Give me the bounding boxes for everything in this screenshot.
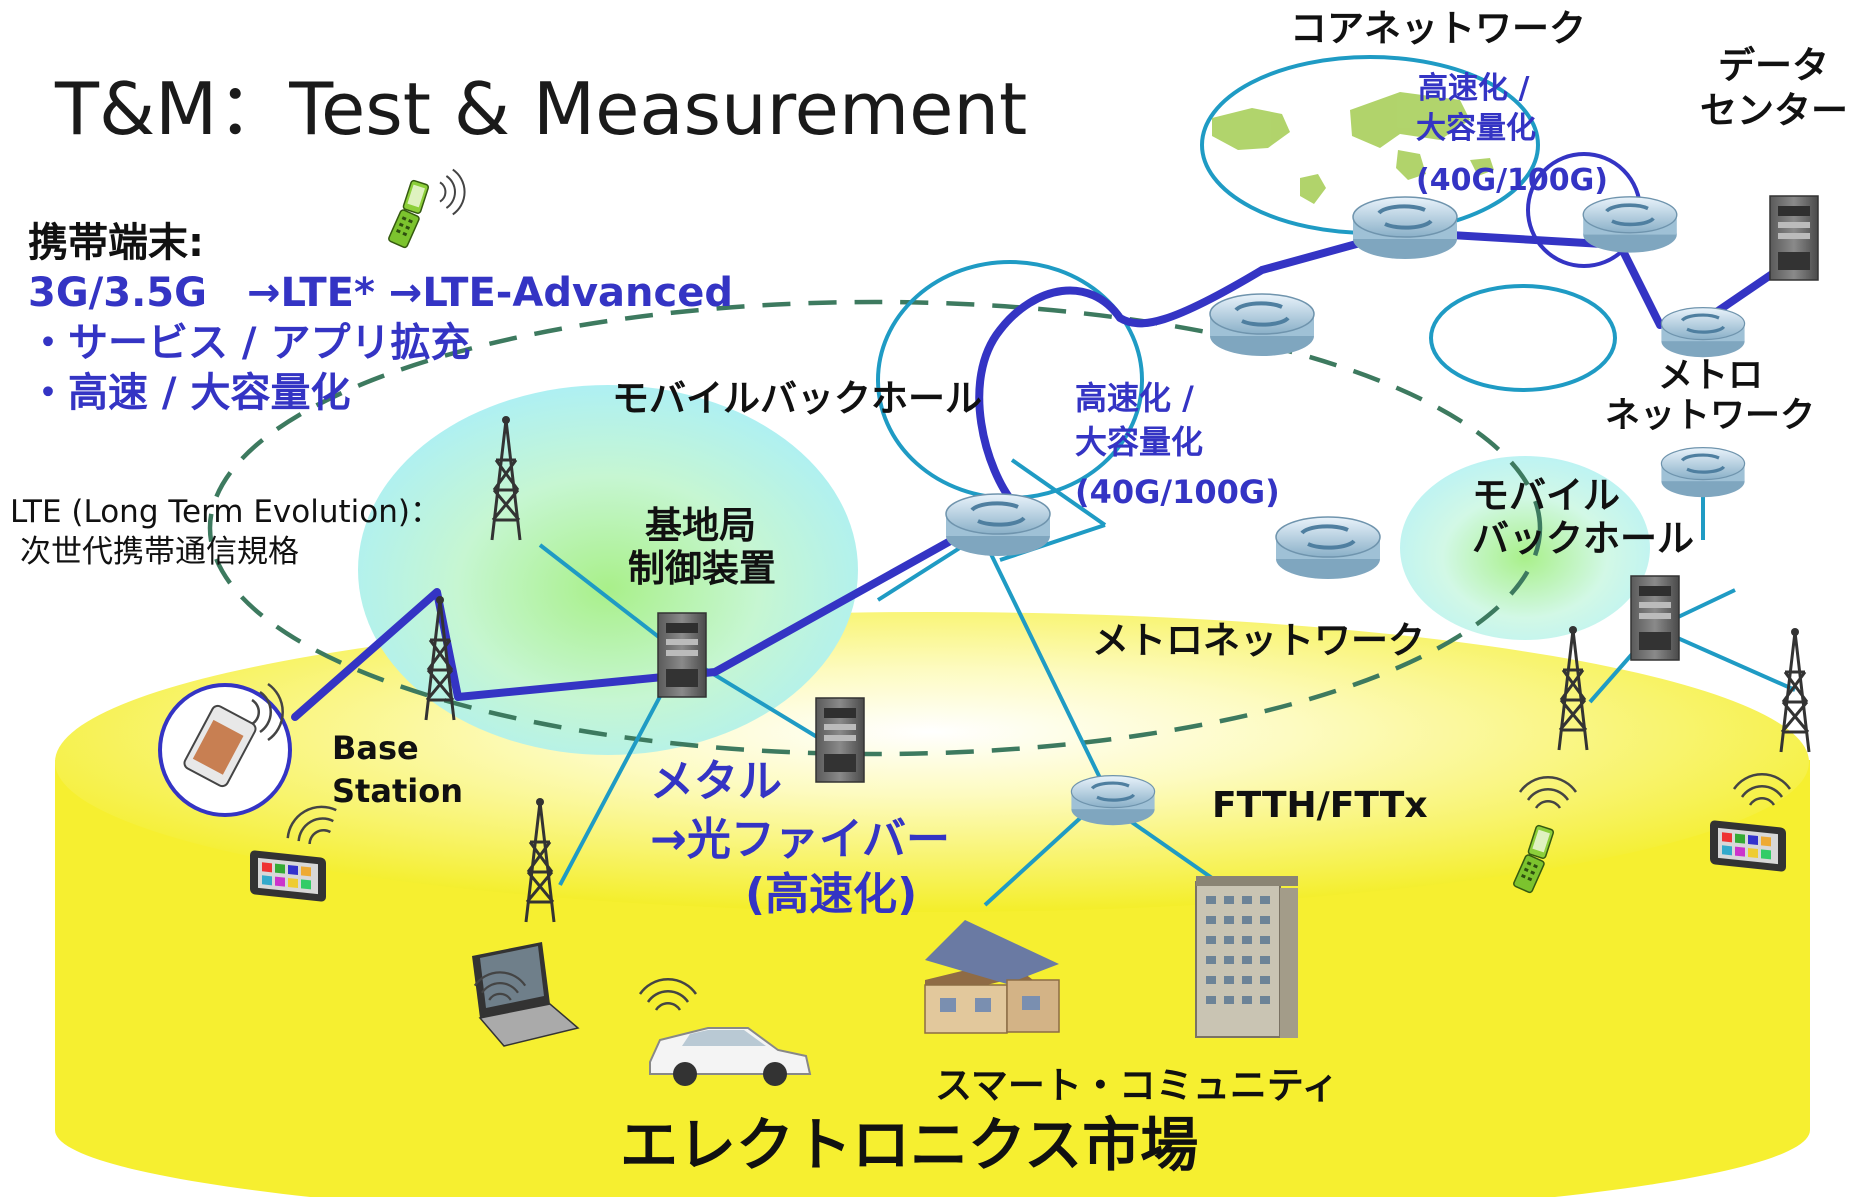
lte-definition-term: LTE (Long Term Evolution)：	[10, 494, 441, 530]
mobile-network-boundary	[207, 299, 1543, 757]
tablet-icon	[250, 850, 326, 902]
mobile-terminal-heading: 携帯端末:	[28, 220, 204, 266]
mobile-bullet-speed: ・高速 / 大容量化	[28, 370, 351, 416]
mobile-backhaul-label: モバイルバックホール	[612, 377, 982, 420]
data-center-label-1: データ	[1718, 44, 1829, 87]
metro-small-label-1: メトロ	[1658, 356, 1764, 396]
router-icon	[1351, 195, 1459, 261]
router-icon	[1659, 446, 1747, 499]
fiber-label-2: →光ファイバー	[650, 814, 950, 865]
mobile-evolution-line: 3G/3.5G →LTE* →LTE-Advanced	[28, 270, 733, 316]
data-center-label-2: センター	[1700, 89, 1848, 132]
apartment-building-icon	[1195, 876, 1298, 1038]
metro-small-ring	[1429, 284, 1617, 392]
core-network-rate: (40G/100G)	[1416, 163, 1608, 198]
router-icon	[944, 492, 1052, 558]
base-station-label-2: Station	[332, 772, 463, 810]
base-station-controller-icon	[657, 612, 707, 698]
link	[1010, 458, 1107, 527]
car-icon	[649, 1027, 812, 1086]
metro-network-speed-1: 高速化 /	[1075, 379, 1194, 417]
market-label: エレクトロニクス市場	[620, 1111, 1199, 1179]
highlighted-data-path	[291, 228, 1804, 721]
smart-community-label: スマート・コミュニティ	[935, 1064, 1339, 1107]
world-map-icon	[1212, 92, 1494, 204]
router-icon	[1274, 515, 1382, 581]
core-network-speed-1: 高速化 /	[1418, 71, 1530, 106]
server-icon	[815, 697, 865, 783]
core-network-speed-2: 大容量化	[1416, 111, 1536, 146]
signal-waves-icon	[438, 168, 466, 216]
page-title: T&M：Test & Measurement	[55, 67, 1028, 151]
fiber-label-1: メタル	[650, 756, 782, 807]
server-icon	[1630, 575, 1680, 661]
router-icon	[1581, 195, 1679, 255]
fiber-label-3: (高速化)	[745, 869, 918, 920]
metro-network-speed-2: 大容量化	[1075, 423, 1204, 461]
base-station-controller-label-1: 基地局	[645, 504, 756, 547]
mobile-backhaul-right-label-2: バックホール	[1472, 517, 1694, 560]
house-icon	[924, 920, 1060, 1034]
metro-network-label: メトロネットワーク	[1092, 619, 1425, 662]
base-station-controller-label-2: 制御装置	[628, 547, 776, 590]
link	[986, 547, 1102, 779]
metro-small-label-2: ネットワーク	[1605, 396, 1816, 436]
mobile-backhaul-right-label-1: モバイル	[1472, 474, 1620, 517]
base-station-label-1: Base	[332, 729, 419, 767]
backhaul-area-right	[1400, 456, 1650, 640]
flip-phone-icon	[387, 179, 430, 250]
metro-network-rate: (40G/100G)	[1075, 473, 1280, 511]
router-icon	[1659, 306, 1747, 359]
core-network-ring	[1200, 55, 1540, 235]
server-icon	[1769, 195, 1819, 281]
smartphone-icon	[158, 682, 292, 817]
router-icon	[1208, 292, 1316, 358]
mobile-bullet-services: ・サービス / アプリ拡充	[28, 320, 471, 366]
lte-definition-text: 次世代携帯通信規格	[20, 534, 299, 570]
tablet-icon	[1710, 820, 1786, 872]
laptop-icon	[472, 942, 580, 1047]
ftth-label: FTTH/FTTx	[1212, 785, 1428, 826]
router-icon	[1069, 773, 1157, 827]
core-network-label: コアネットワーク	[1290, 7, 1586, 50]
